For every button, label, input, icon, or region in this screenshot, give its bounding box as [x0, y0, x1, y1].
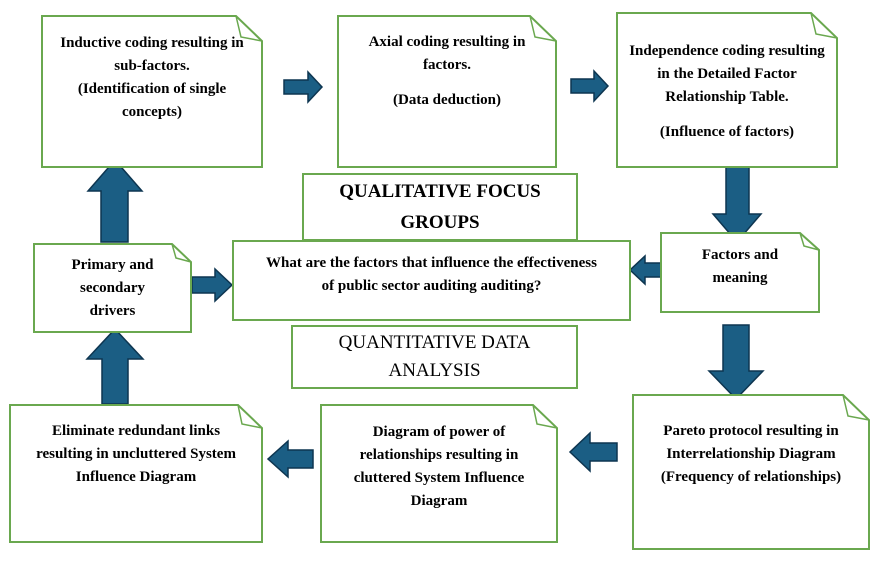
drivers-box: Primary and secondary drivers — [33, 243, 192, 333]
quantitative-data-analysis-title: QUANTITATIVE DATA ANALYSIS — [291, 325, 578, 389]
inductive-coding-text: Inductive coding resulting in sub-factor… — [60, 34, 244, 74]
pareto-protocol-text: Pareto protocol resulting in Interrelati… — [660, 422, 842, 485]
research-question-box: What are the factors that influence the … — [232, 240, 631, 321]
arrow-left-icon — [266, 439, 314, 479]
eliminate-links-text: Eliminate redundant links resulting in u… — [36, 423, 236, 485]
axial-coding-subtext: (Data deduction) — [393, 92, 501, 108]
power-diagram-text: Diagram of power of relationships result… — [353, 423, 525, 509]
arrow-right-icon — [283, 70, 324, 104]
qualitative-focus-groups-title: QUALITATIVE FOCUS GROUPS — [302, 173, 578, 241]
arrow-up-icon — [86, 158, 144, 243]
box-frame — [632, 394, 870, 550]
factors-meaning-text: Factors and meaning — [701, 246, 779, 286]
arrow-left-icon — [628, 254, 663, 286]
quantitative-title-text: QUANTITATIVE DATA ANALYSIS — [338, 332, 531, 381]
independence-coding-subtext: (Influence of factors) — [659, 124, 795, 140]
arrow-right-icon — [191, 267, 234, 303]
qualitative-title-text: QUALITATIVE FOCUS GROUPS — [339, 181, 541, 233]
arrow-right-icon — [570, 69, 610, 103]
arrow-up-icon — [85, 327, 145, 405]
inductive-coding-box: Inductive coding resulting in sub-factor… — [41, 15, 263, 168]
box-frame — [337, 15, 557, 168]
research-question-text: What are the factors that influence the … — [266, 254, 597, 294]
box-frame — [660, 232, 820, 313]
factors-meaning-box: Factors and meaning — [660, 232, 820, 313]
axial-coding-box: Axial coding resulting in factors. (Data… — [337, 15, 557, 168]
box-frame — [41, 15, 263, 168]
pareto-protocol-box: Pareto protocol resulting in Interrelati… — [632, 394, 870, 550]
power-diagram-box: Diagram of power of relationships result… — [320, 404, 558, 543]
box-frame — [33, 243, 192, 333]
inductive-coding-subtext: (Identification of single concepts) — [77, 80, 227, 120]
arrow-down-icon — [711, 160, 763, 244]
arrow-left-icon — [568, 431, 618, 473]
axial-coding-text: Axial coding resulting in factors. — [368, 34, 526, 73]
drivers-text: Primary and secondary drivers — [71, 256, 154, 319]
box-frame — [9, 404, 263, 543]
box-frame — [320, 404, 558, 543]
box-frame — [616, 12, 838, 168]
independence-coding-box: Independence coding resulting in the Det… — [616, 12, 838, 168]
independence-coding-text: Independence coding resulting in the Det… — [629, 43, 825, 105]
arrow-down-icon — [707, 324, 765, 401]
eliminate-links-box: Eliminate redundant links resulting in u… — [9, 404, 263, 543]
